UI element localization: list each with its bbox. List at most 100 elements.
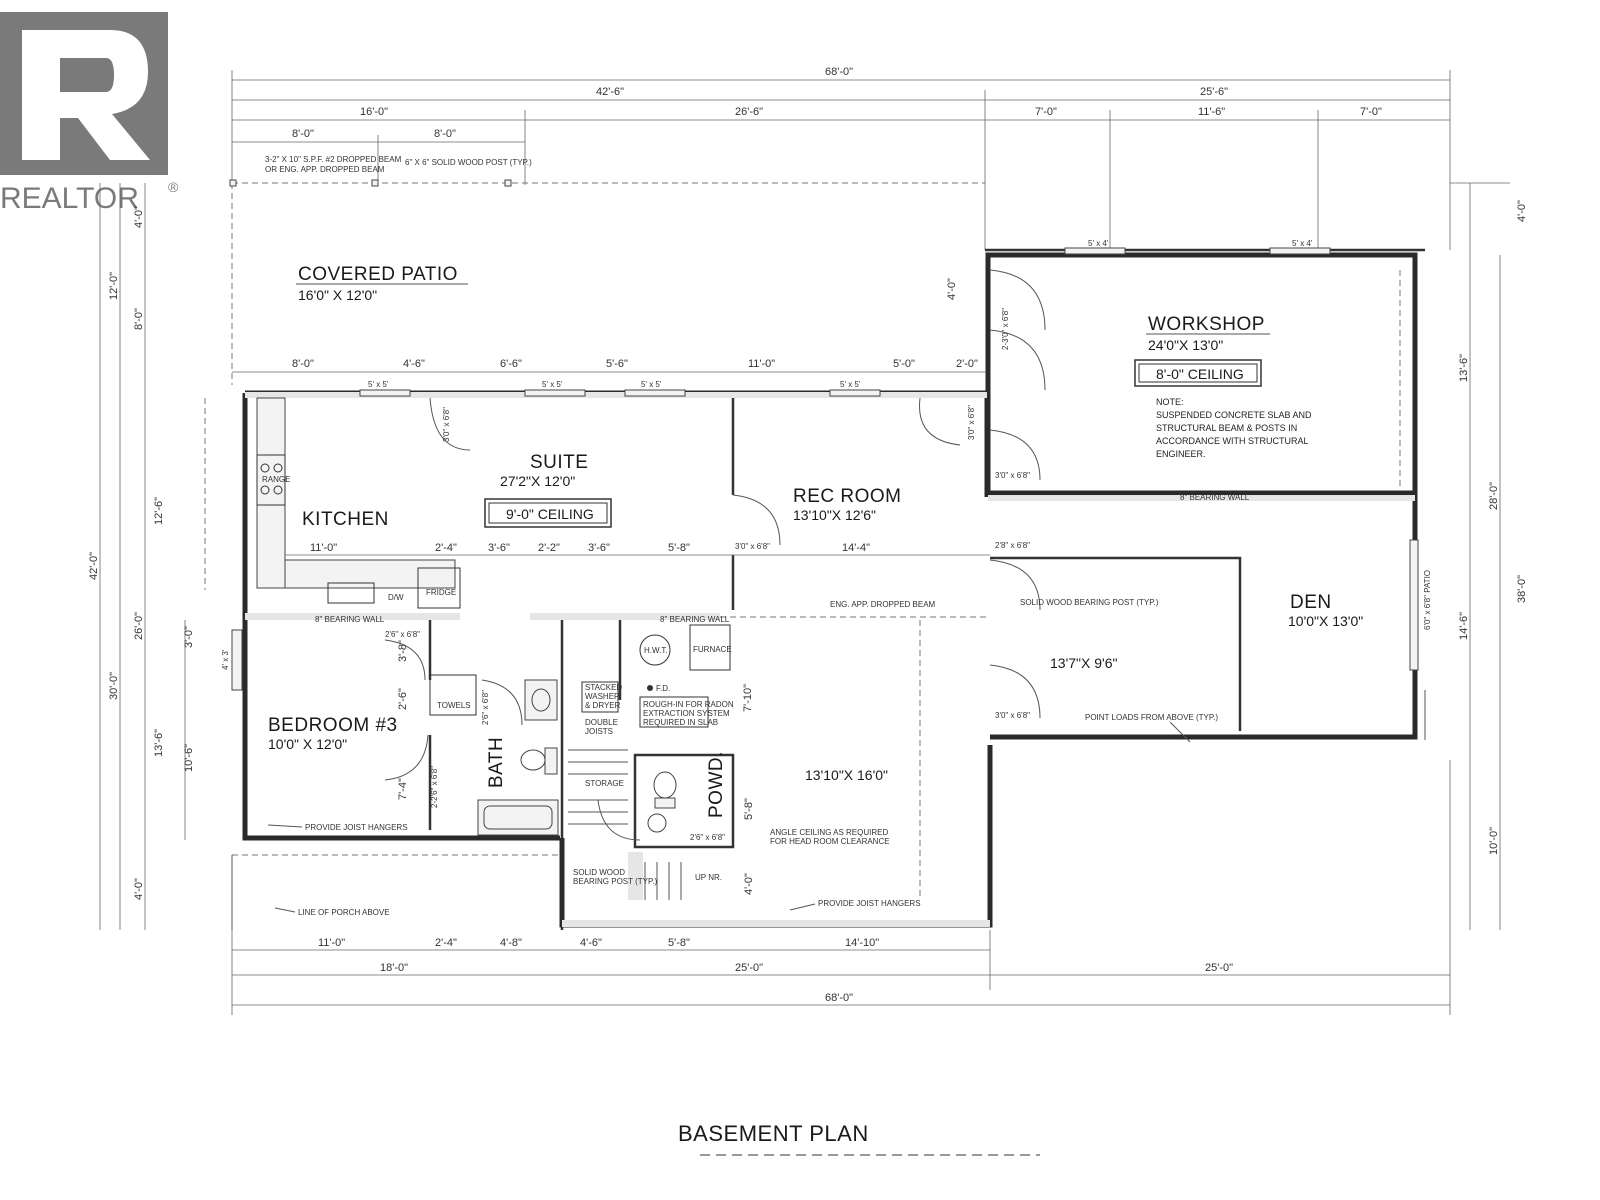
realtor-logo-letter [22, 30, 150, 160]
double-joists-2: JOISTS [585, 727, 613, 736]
fridge [417, 567, 461, 609]
towels-label: TOWELS [437, 701, 471, 710]
suite-window-4: 5' x 5' [840, 380, 861, 389]
dim-left-col1-a: 12'-0" [108, 272, 120, 300]
exterior-door-label: 3'0" x 6'8" [967, 405, 976, 440]
bottom-dimensions: 11'-0" 2'-4" 4'-8" 4'-6" 5'-8" 14'-10" 1… [231, 760, 1451, 1015]
workshop-ceiling-box [1134, 359, 1262, 387]
bedroom3-door-label: 2'6" x 6'8" [385, 630, 420, 639]
workshop-door-label: 2-3'0" x 6'8" [1001, 308, 1010, 350]
dim-inner-g: 14'-4" [842, 542, 870, 554]
suite-window-1: 5' x 5' [368, 380, 389, 389]
solid-post-2-a: SOLID WOOD [573, 868, 625, 877]
floor-drain-label: F.D. [656, 684, 670, 693]
den-dims: 10'0"X 13'0" [1288, 613, 1363, 629]
suite-area: 5' x 5' 5' x 5' 5' x 5' 5' x 5' 3'0" x 6… [204, 380, 990, 841]
note-dropped-beam-top-2: OR ENG. APP. DROPPED BEAM [265, 165, 385, 174]
workshop-note-3: ACCORDANCE WITH STRUCTURAL [1156, 436, 1309, 446]
radon-1: ROUGH-IN FOR RADON [643, 700, 734, 709]
rec-room-door [732, 494, 781, 546]
porch-area: LINE OF PORCH ABOVE [231, 854, 560, 930]
dim-misc-f: 5'-8" [743, 798, 755, 820]
angle-ceiling-2: FOR HEAD ROOM CLEARANCE [770, 837, 890, 846]
range-label: RANGE [262, 475, 290, 484]
dim-misc-e: 7'-10" [742, 684, 754, 712]
dim-right-col1-a: 4'-0" [1516, 200, 1528, 222]
den-room: DEN 10'0"X 13'0" 6'0" x 6'8" PATIO [1288, 539, 1432, 740]
dim-overall-bottom: 68'-0" [825, 992, 853, 1004]
radon-2: EXTRACTION SYSTEM [643, 709, 730, 718]
covered-patio-area: 3-2" X 10" S.P.F. #2 DROPPED BEAM OR ENG… [229, 155, 985, 385]
fridge-label: FRIDGE [426, 588, 456, 597]
note-bearing-wall-2: 8" BEARING WALL [660, 615, 730, 624]
dim-inner-e: 3'-6" [588, 542, 610, 554]
bath-name: BATH [486, 737, 507, 788]
dim-top-row4-a: 8'-0" [292, 358, 314, 370]
dim-bottom-row1-d: 4'-6" [580, 937, 602, 949]
dim-top-row4-c: 6'-6" [500, 358, 522, 370]
bedroom3-closet-door [384, 734, 429, 781]
den-name: DEN [1290, 592, 1332, 613]
washer-label-1: STACKED [585, 683, 622, 692]
dim-bottom-row1-c: 4'-8" [500, 937, 522, 949]
dim-top-row4-b: 4'-6" [403, 358, 425, 370]
range [256, 454, 286, 506]
rec-room-name: REC ROOM [793, 486, 902, 507]
note-wood-post: 6" X 6" SOLID WOOD POST (TYP.) [405, 158, 532, 167]
bedroom3-closet-door-label: 2-2'6" x 6'8" [430, 766, 439, 808]
dim-top-row2-c: 7'-0" [1035, 106, 1057, 118]
storage-door-2-label: 3'0" x 6'8" [995, 711, 1030, 720]
bath-room: TOWELS 2'6" x 6'8" BATH [429, 620, 564, 930]
bath-sink [524, 679, 558, 721]
bedroom3-room: 2'6" x 6'8" 2-2'6" x 6'8" 4' x 3' BEDROO… [221, 620, 439, 832]
solid-post-2-b: BEARING POST (TYP.) [573, 877, 658, 886]
storage-room-dims: 13'7"X 9'6" [1050, 655, 1117, 671]
dim-top-row3-b: 8'-0" [434, 128, 456, 140]
suite-ceiling-box [484, 498, 612, 528]
storage-door-label: 2'8" x 6'8" [995, 541, 1030, 550]
plan-title: BASEMENT PLAN [678, 1121, 869, 1146]
dim-inner-f: 5'-8" [668, 542, 690, 554]
dim-right-col2-a: 28'-0" [1488, 482, 1500, 510]
dim-misc-c: 2'-6" [397, 688, 409, 710]
dim-left-col3-a: 3'-0" [183, 626, 195, 648]
dim-left-col2-b: 8'-0" [133, 308, 145, 330]
dim-inner-a: 11'-0" [310, 542, 337, 554]
dim-left-col2-a: 4'-0" [133, 206, 145, 228]
bedroom3-dims: 10'0" X 12'0" [268, 736, 347, 752]
dim-top-row2-e: 7'-0" [1360, 106, 1382, 118]
dim-misc-d: 7'-4" [397, 778, 409, 800]
note-solid-post: SOLID WOOD BEARING POST (TYP.) [1020, 598, 1159, 607]
washer-label-3: & DRYER [585, 701, 621, 710]
powder-room: 2'6" x 6'8" POWD. 5'-8" 4'-0" [597, 751, 755, 895]
dim-right-col1-c: 14'-6" [1458, 612, 1470, 640]
realtor-logo: REALTOR ® [0, 12, 179, 215]
radon-3: REQUIRED IN SLAB [643, 718, 718, 727]
furnace [689, 624, 731, 671]
note-joist-hangers-1: PROVIDE JOIST HANGERS [305, 823, 408, 832]
dim-top-row1-a: 42'-6" [596, 86, 624, 98]
dim-left-col3-b: 10'-6" [183, 744, 195, 772]
suite-dims: 27'2"X 12'0" [500, 473, 575, 489]
powd-name: POWD. [706, 751, 727, 818]
note-point-loads: POINT LOADS FROM ABOVE (TYP.) [1085, 713, 1218, 722]
workshop-note-0: NOTE: [1156, 397, 1184, 407]
dim-right-col1-b: 13'-6" [1458, 354, 1470, 382]
suite-door [429, 397, 471, 451]
exterior-door [919, 397, 961, 446]
bath-toilet [520, 749, 546, 771]
dim-left-col1-b: 30'-0" [108, 672, 120, 700]
workshop-double-door [989, 269, 1046, 391]
furnace-label: FURNACE [693, 645, 732, 654]
suite-door-label: 3'0" x 6'8" [442, 407, 451, 442]
dim-bottom-row1-b: 2'-4" [435, 937, 457, 949]
dim-top-row4-f: 5'-0" [893, 358, 915, 370]
dim-misc-a: 4'-0" [946, 278, 958, 300]
note-bearing-wall-1: 8" BEARING WALL [315, 615, 385, 624]
storage-door-2 [989, 664, 1041, 719]
workshop-ceiling: 8'-0" CEILING [1156, 366, 1244, 382]
realtor-logo-reg: ® [168, 179, 179, 195]
bath-tub [477, 799, 559, 836]
mechanical-room: H.W.T. FURNACE F.D. ROUGH-IN FOR RADON E… [639, 624, 754, 728]
